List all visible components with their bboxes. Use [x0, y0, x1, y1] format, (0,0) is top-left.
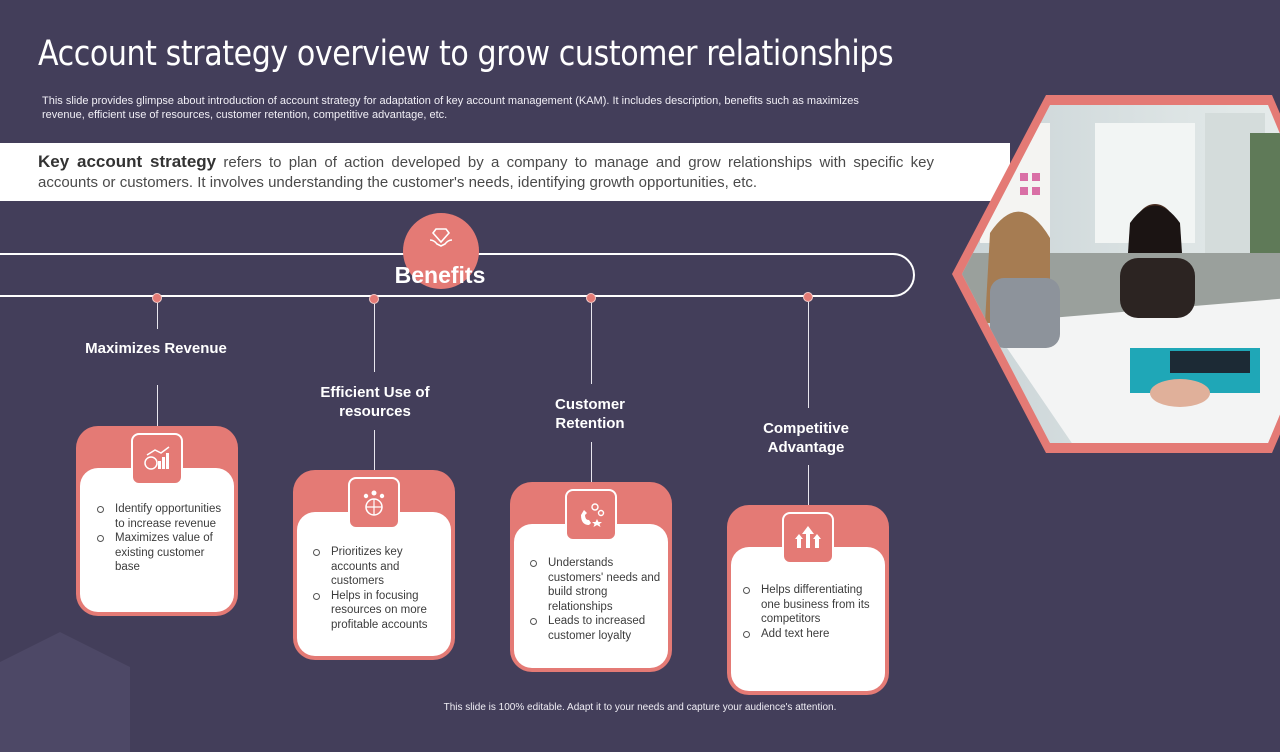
connector-line — [808, 302, 809, 408]
benefits-label: Benefits — [394, 262, 486, 288]
benefit-bullets-revenue: Identify opportunities to increase reven… — [95, 502, 223, 575]
card-body — [514, 524, 668, 668]
list-item: Add text here — [741, 627, 881, 642]
intro-term: Key account strategy — [38, 152, 217, 171]
connector-line — [374, 430, 375, 470]
decorative-hexagon — [0, 632, 130, 752]
page-title: Account strategy overview to grow custom… — [38, 34, 894, 74]
benefits-circle — [403, 213, 479, 289]
timeline-dot — [586, 293, 596, 303]
connector-line — [808, 465, 809, 505]
footer-note: This slide is 100% editable. Adapt it to… — [443, 702, 837, 713]
intro-band — [0, 143, 1010, 201]
card-body — [297, 512, 451, 656]
list-item: Understands customers' needs and build s… — [528, 556, 664, 614]
connector-line — [157, 385, 158, 427]
benefit-heading-revenue: Maximizes Revenue — [85, 340, 227, 357]
timeline-dot — [369, 294, 379, 304]
intro-text: Key account strategy refers to plan of a… — [38, 152, 934, 193]
list-item: Prioritizes key accounts and customers — [311, 545, 447, 589]
hand-diamond-icon — [429, 228, 453, 247]
list-item: Leads to increased customer loyalty — [528, 614, 664, 643]
magnet-attract-icon — [565, 489, 617, 541]
list-item: Maximizes value of existing customer bas… — [95, 531, 223, 575]
timeline-dot — [803, 292, 813, 302]
timeline-dot — [152, 293, 162, 303]
connector-line — [591, 303, 592, 384]
connector-line — [591, 442, 592, 482]
benefit-card-advantage — [727, 505, 889, 695]
list-item: Identify opportunities to increase reven… — [95, 502, 223, 531]
meeting-photo — [952, 95, 1280, 453]
card-body — [80, 468, 234, 612]
benefit-bullets-resources: Prioritizes key accounts and customers H… — [311, 545, 447, 632]
rocket-arrows-icon — [782, 512, 834, 564]
connector-line — [157, 303, 158, 329]
benefit-bullets-advantage: Helps differentiating one business from … — [741, 583, 881, 641]
card-body — [731, 547, 885, 691]
money-growth-chart-icon — [131, 433, 183, 485]
slide-description: This slide provides glimpse about introd… — [42, 95, 859, 121]
benefit-card-retention — [510, 482, 672, 672]
benefit-bullets-retention: Understands customers' needs and build s… — [528, 556, 664, 643]
benefit-heading-retention: Customer Retention — [554, 396, 625, 432]
team-globe-icon — [348, 477, 400, 529]
list-item: Helps differentiating one business from … — [741, 583, 881, 627]
benefit-heading-resources: Efficient Use of resources — [320, 384, 430, 420]
benefit-heading-advantage: Competitive Advantage — [763, 420, 849, 456]
connector-line — [374, 304, 375, 372]
intro-body: refers to plan of action developed by a … — [38, 154, 934, 191]
list-item: Helps in focusing resources on more prof… — [311, 589, 447, 633]
